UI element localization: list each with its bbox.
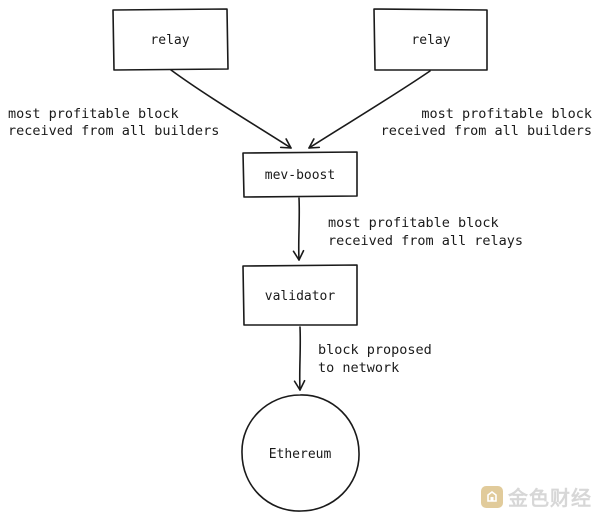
ethereum-circle — [241, 394, 360, 512]
edge-label-line: received from all builders — [8, 123, 219, 139]
relay-left-node: relay — [112, 8, 229, 71]
edge-label-line: most profitable block — [421, 106, 592, 122]
arrow-validator-to-ethereum — [293, 326, 306, 391]
mev-boost-box — [242, 151, 358, 198]
relay-right-node: relay — [373, 8, 488, 71]
jinse-logo-icon — [481, 485, 503, 508]
relay-left-label: relay — [150, 33, 189, 48]
edge-label-line: most profitable block — [328, 215, 499, 231]
edge-label-relay-right: most profitable block received from all … — [381, 106, 592, 139]
edge-label-line: received from all builders — [381, 123, 592, 139]
ethereum-label: Ethereum — [269, 447, 332, 462]
edge-label-validator-to-ethereum: block proposed to network — [318, 342, 432, 376]
edge-label-relay-left: most profitable block received from all … — [8, 106, 219, 139]
edge-label-line: to network — [318, 360, 399, 376]
validator-label: validator — [265, 289, 336, 304]
relay-left-box — [112, 8, 229, 71]
validator-box — [242, 264, 358, 326]
arrow-relay-left-to-mev-boost — [170, 69, 292, 149]
relay-right-box — [373, 8, 488, 71]
mev-boost-node: mev-boost — [242, 151, 358, 198]
edge-label-line: block proposed — [318, 342, 432, 358]
arrow-relay-right-to-mev-boost — [308, 70, 431, 149]
arrow-mev-boost-to-validator — [292, 197, 305, 261]
watermark: 金色财经 — [481, 482, 592, 511]
watermark-text: 金色财经 — [508, 486, 592, 510]
validator-node: validator — [242, 264, 358, 326]
ethereum-node: Ethereum — [241, 394, 360, 512]
edge-label-line: most profitable block — [8, 106, 179, 122]
relay-right-label: relay — [411, 33, 450, 48]
edge-label-mev-to-validator: most profitable block received from all … — [328, 215, 523, 249]
edge-label-line: received from all relays — [328, 233, 523, 249]
mev-boost-label: mev-boost — [265, 168, 335, 183]
